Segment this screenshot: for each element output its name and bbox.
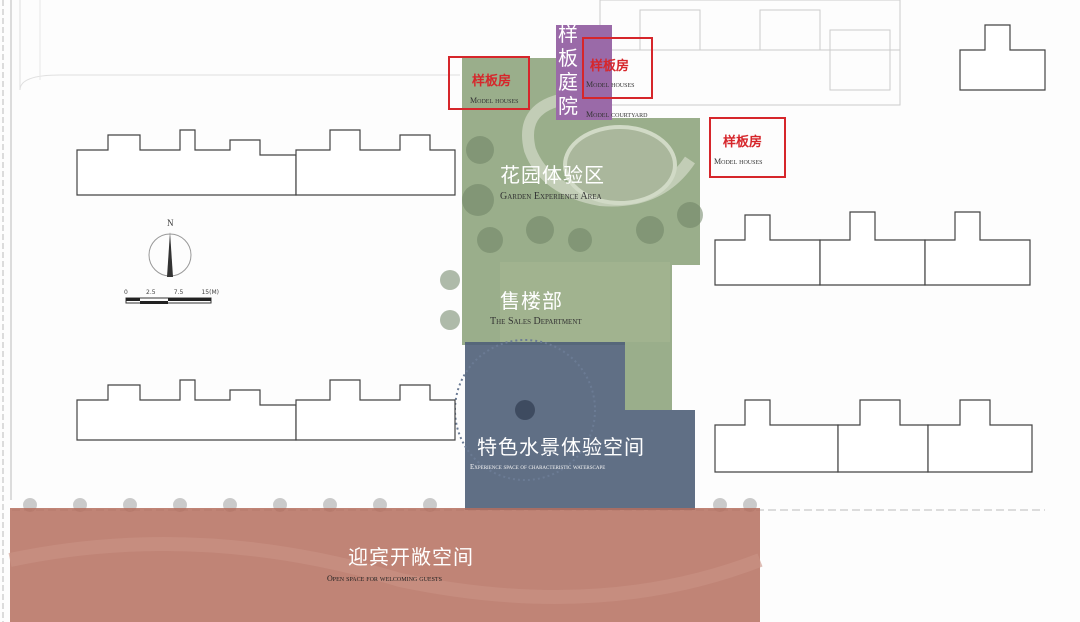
sales-label-en: The Sales Department xyxy=(490,316,582,327)
model-house-label-zh: 样板房 xyxy=(723,135,763,150)
model-house-label-en: Model houses xyxy=(586,80,635,89)
model-house-label-zh: 样板房 xyxy=(590,59,630,74)
courtyard-label-zh: 样板庭院 xyxy=(558,22,579,118)
welcome-label-zh: 迎宾开敞空间 xyxy=(348,545,474,569)
water-label-en: Experience space of characteristic water… xyxy=(470,463,606,471)
scale-tick: 2.5 xyxy=(146,289,156,296)
garden-lawn xyxy=(563,125,677,205)
residential-buildings xyxy=(76,24,1046,473)
garden-label-zh: 花园体验区 xyxy=(500,163,605,187)
model-house-box-2 xyxy=(582,37,653,99)
fountain xyxy=(515,400,535,420)
model-house-label-zh: 样板房 xyxy=(472,74,512,89)
scale-bar-labels: 0 2.5 7.5 15(M) xyxy=(124,289,219,296)
scale-tick: 7.5 xyxy=(173,289,184,296)
sales-label-zh: 售楼部 xyxy=(500,289,563,313)
water-zone xyxy=(465,342,695,510)
scale-bar xyxy=(125,297,212,304)
model-house-box-3 xyxy=(709,117,786,178)
water-feature xyxy=(454,339,596,481)
north-compass-icon xyxy=(148,232,192,277)
model-house-box-1 xyxy=(448,56,530,110)
sales-building xyxy=(500,262,670,342)
trees xyxy=(440,136,703,330)
garden-label-en: Garden Experience Area xyxy=(500,191,602,202)
model-house-label-en: Model houses xyxy=(714,157,763,166)
model-house-label-en: Model houses xyxy=(470,96,519,105)
water-label-zh: 特色水景体验空间 xyxy=(477,435,645,459)
road-curve xyxy=(19,0,460,91)
welcome-path xyxy=(8,537,763,604)
compass-north-label: N xyxy=(167,218,174,228)
scale-tick: 0 xyxy=(124,289,128,296)
welcome-zone xyxy=(10,508,760,622)
courtyard-label-en: Model courtyard xyxy=(586,110,648,119)
welcome-label-en: Open space for welcoming guests xyxy=(327,574,442,583)
scale-tick: 15(M) xyxy=(201,289,219,296)
courtyard-zone xyxy=(556,25,612,120)
